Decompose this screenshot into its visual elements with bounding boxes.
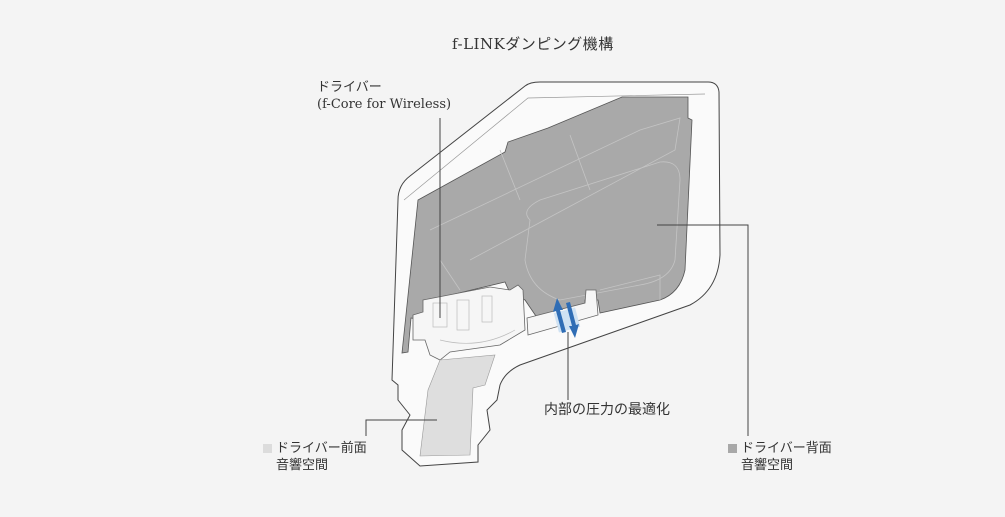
bidirectional-arrow-icon (553, 298, 579, 338)
legend-front-line1: ドライバー前面 (276, 441, 367, 456)
legend-back-line2: 音響空間 (741, 458, 794, 473)
legend-swatch-back (728, 444, 737, 453)
legend-back-line1: ドライバー背面 (741, 441, 832, 456)
legend-swatch-front (263, 444, 272, 453)
legend-front-line2: 音響空間 (276, 458, 329, 473)
front-acoustic-space (419, 354, 496, 457)
driver-label: ドライバー (f-Core for Wireless) (317, 79, 451, 113)
internal-structure-lines (429, 117, 681, 301)
driver-label-line2: (f-Core for Wireless) (317, 97, 452, 112)
legend-front-space: ドライバー前面 音響空間 (263, 440, 367, 474)
leader-lines (365, 118, 749, 436)
diagram-title: f-LINKダンピング機構 (452, 35, 614, 53)
housing-inner-line (403, 93, 706, 201)
pressure-label: 内部の圧力の最適化 (544, 402, 670, 418)
driver-label-line1: ドライバー (317, 80, 382, 95)
legend-back-space: ドライバー背面 音響空間 (728, 440, 832, 474)
